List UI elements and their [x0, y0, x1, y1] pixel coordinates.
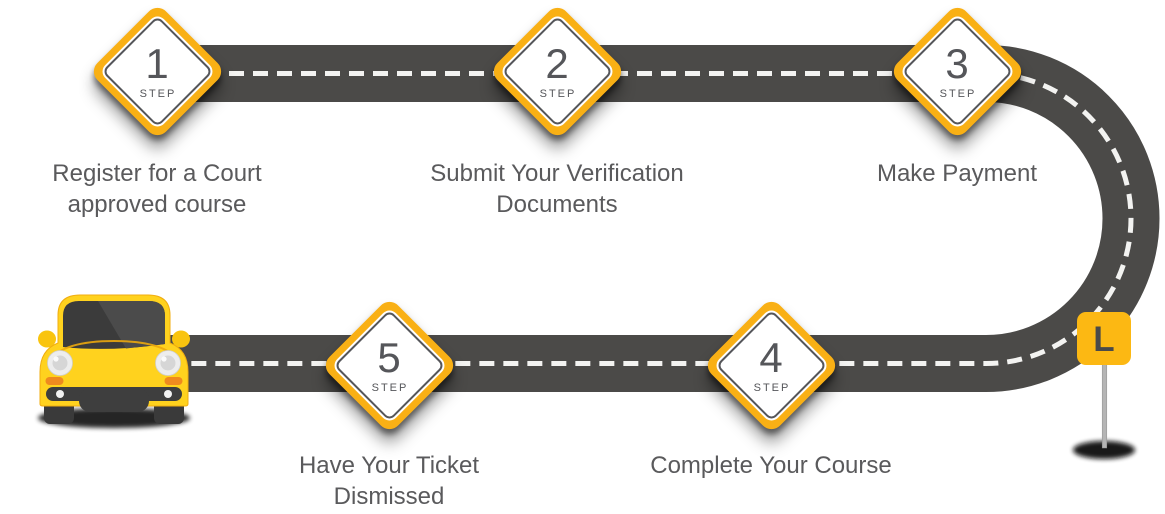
car-grille: [79, 388, 149, 412]
step-2-step-label: STEP: [539, 87, 577, 100]
step-2-content: 2 STEP: [509, 23, 606, 120]
step-5-content: 5 STEP: [341, 317, 438, 414]
step-3-marker: 3 STEP: [888, 2, 1026, 140]
step-1-marker: 1 STEP: [88, 2, 226, 140]
step-1-caption-line2: approved course: [67, 191, 247, 218]
l-sign-shadow: [1073, 441, 1135, 459]
step-2-marker: 2 STEP: [488, 2, 626, 140]
l-sign-letter: L: [1093, 320, 1114, 359]
step-2-caption-line1: Submit Your Verification: [430, 160, 684, 187]
step-5-caption-line2: Dismissed: [333, 483, 445, 510]
step-1-content: 1 STEP: [109, 23, 206, 120]
car-indicator-right: [164, 377, 183, 385]
l-sign-plate: [1077, 312, 1131, 365]
step-3-caption: Make Payment: [807, 158, 1107, 189]
step-1-caption-line1: Register for a Court: [52, 160, 262, 187]
step-1-caption: Register for a Court approved course: [7, 158, 307, 220]
car-foglight-left: [56, 390, 64, 398]
step-5-marker: 5 STEP: [320, 296, 458, 434]
step-3-step-label: STEP: [939, 87, 977, 100]
step-5-number: 5: [377, 333, 401, 381]
step-2-caption: Submit Your Verification Documents: [407, 158, 707, 220]
step-3-content: 3 STEP: [909, 23, 1006, 120]
step-1-number: 1: [145, 39, 169, 87]
step-3-number: 3: [945, 39, 969, 87]
car-icon: [38, 294, 190, 428]
car-foglight-right: [164, 390, 172, 398]
l-sign-pole: [1101, 357, 1108, 449]
step-4-number: 4: [759, 333, 783, 381]
step-5-step-label: STEP: [371, 381, 409, 394]
car-windshield-highlight: [98, 301, 165, 349]
step-4-caption-line1: Complete Your Course: [650, 452, 892, 479]
step-2-caption-line2: Documents: [496, 191, 618, 218]
step-4-marker: 4 STEP: [702, 296, 840, 434]
step-3-caption-line1: Make Payment: [876, 160, 1038, 187]
step-5-caption-line1: Have Your Ticket: [298, 452, 480, 479]
step-4-content: 4 STEP: [723, 317, 820, 414]
car-mirror-left: [38, 330, 56, 348]
step-5-caption: Have Your Ticket Dismissed: [239, 450, 539, 512]
step-4-caption: Complete Your Course: [621, 450, 921, 481]
car-mirror-right: [172, 330, 190, 348]
car-shadow: [38, 408, 190, 428]
car-indicator-left: [45, 377, 64, 385]
step-1-step-label: STEP: [139, 87, 177, 100]
car-headlight-left-glint: [53, 356, 59, 362]
step-4-step-label: STEP: [753, 381, 791, 394]
road-center-line: [115, 71, 1134, 366]
l-sign: L: [1073, 312, 1135, 459]
step-2-number: 2: [545, 39, 569, 87]
car-headlight-right-glint: [161, 356, 167, 362]
